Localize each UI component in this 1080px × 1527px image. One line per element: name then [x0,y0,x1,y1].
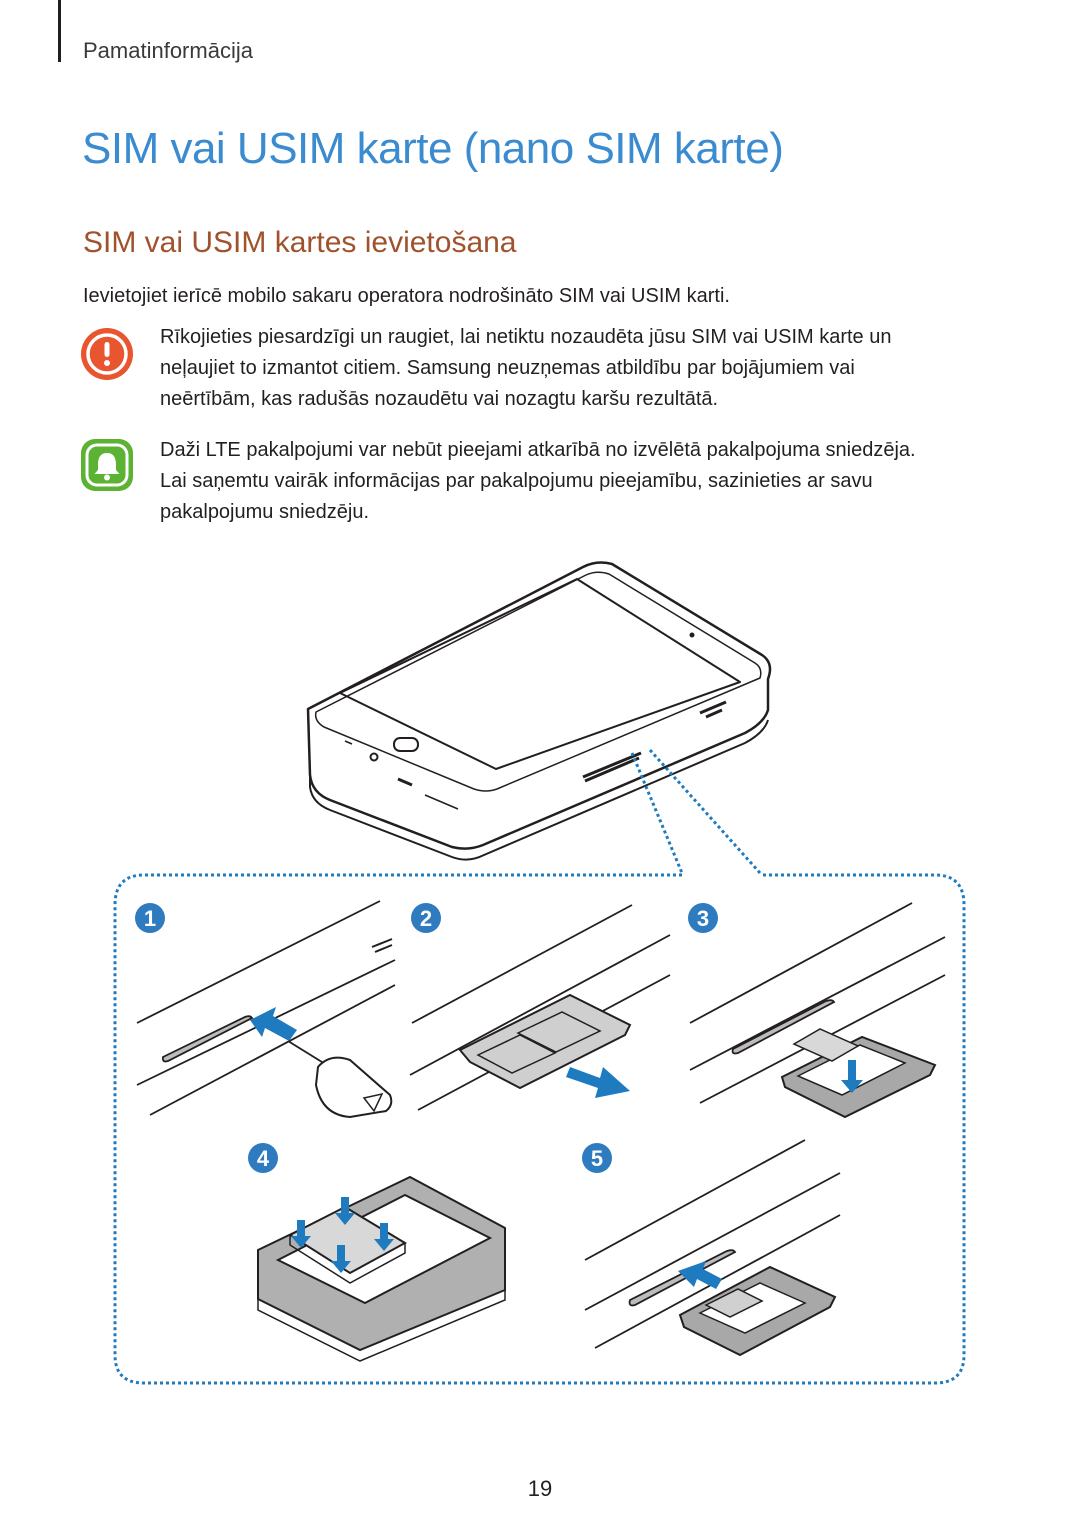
step-1-arrow [250,1007,297,1041]
step-3-arrow [841,1060,863,1093]
step-5-arrow [678,1261,722,1289]
step-4-number: 4 [257,1146,270,1171]
steps-frame [113,873,966,1385]
step-1-badge [135,903,165,933]
step-3-number: 3 [697,906,709,931]
sim-insertion-illustration: 1 2 3 [113,561,966,1385]
step-2-number: 2 [420,906,432,931]
notice-line-2: Lai saņemtu vairāk informācijas par paka… [160,470,873,492]
margin-rule [58,0,61,62]
page-title: SIM vai USIM karte (nano SIM karte) [82,124,784,173]
step-4-illustration: 4 [248,1143,506,1362]
step-4-arrows [291,1197,394,1273]
callout-line [630,749,762,874]
notice-note: Daži LTE pakalpojumi var nebūt pieejami … [160,435,980,528]
step-2-illustration: 2 [409,903,671,1111]
caution-line-3: neērtībām, kas radušās nozaudētu vai noz… [160,388,719,410]
caution-line-2: neļaujiet to izmantot citiem. Samsung ne… [160,357,855,379]
section-subheading: SIM vai USIM kartes ievietošana [83,226,517,259]
notice-line-1: Daži LTE pakalpojumi var nebūt pieejami … [160,439,916,461]
step-5-illustration: 5 [582,1139,841,1357]
caution-icon [81,328,133,380]
tablet-illustration [306,561,772,861]
notice-line-3: pakalpojumu sniedzēju. [160,501,370,523]
step-3-illustration: 3 [688,902,946,1119]
bell-icon [81,439,133,491]
step-1-number: 1 [144,906,156,931]
step-5-number: 5 [591,1146,603,1171]
step-3-badge [688,903,718,933]
intro-paragraph: Ievietojiet ierīcē mobilo sakaru operato… [83,285,730,307]
step-5-badge [582,1143,612,1173]
step-1-illustration: 1 [135,900,396,1119]
step-2-arrow [566,1067,630,1098]
caution-note: Rīkojieties piesardzīgi un raugiet, lai … [160,322,980,415]
caution-line-1: Rīkojieties piesardzīgi un raugiet, lai … [160,326,892,348]
step-4-badge [248,1143,278,1173]
section-label: Pamatinformācija [83,38,253,63]
page-number: 19 [527,1476,553,1501]
step-2-badge [411,903,441,933]
